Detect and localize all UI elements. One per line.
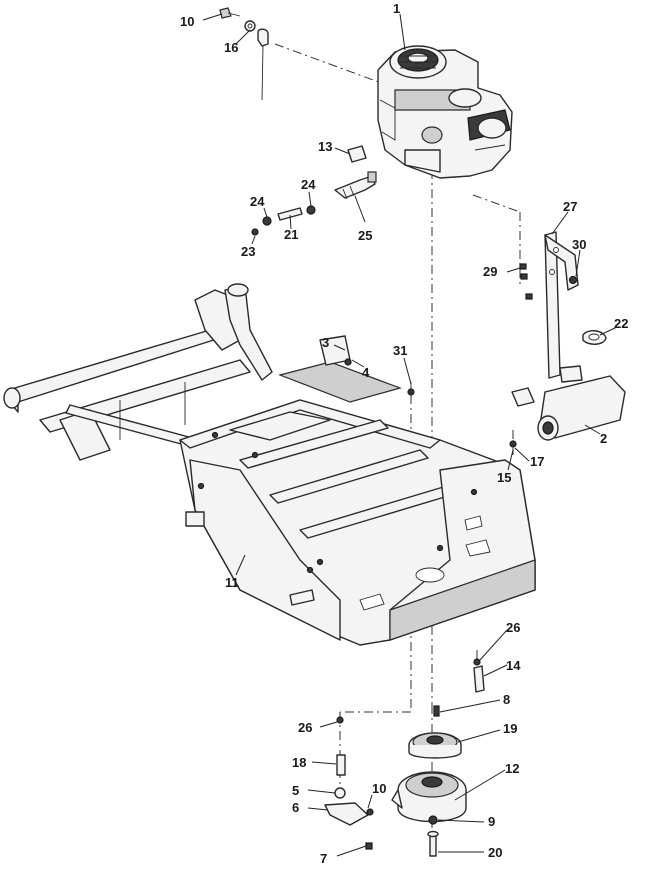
callout-22: 22 (614, 316, 628, 331)
callout-31: 31 (393, 343, 407, 358)
callout-21: 21 (284, 227, 298, 242)
callout-labels: 1 10 16 13 24 24 21 25 23 27 30 29 22 3 … (180, 1, 628, 866)
chassis-frame (3, 283, 536, 646)
callout-2: 2 (600, 431, 607, 446)
callout-7: 7 (320, 851, 327, 866)
callout-17: 17 (530, 454, 544, 469)
callout-23: 23 (241, 244, 255, 259)
callout-4: 4 (362, 365, 370, 380)
callout-20: 20 (488, 845, 502, 860)
engine (377, 45, 513, 179)
callout-13: 13 (318, 139, 332, 154)
callout-15: 15 (497, 470, 511, 485)
callout-25: 25 (358, 228, 372, 243)
callout-30: 30 (572, 237, 586, 252)
callout-18: 18 (292, 755, 306, 770)
callout-12: 12 (505, 761, 519, 776)
callout-26-right: 26 (506, 620, 520, 635)
callout-10-bottom: 10 (372, 781, 386, 796)
lower-pulley-parts (324, 658, 485, 857)
muffler-assembly (509, 231, 626, 452)
callout-9: 9 (488, 814, 495, 829)
callout-16: 16 (224, 40, 238, 55)
callout-6: 6 (292, 800, 299, 815)
callout-27: 27 (563, 199, 577, 214)
callout-26-left: 26 (298, 720, 312, 735)
callout-1: 1 (393, 1, 400, 16)
callout-5: 5 (292, 783, 299, 798)
callout-8: 8 (503, 692, 510, 707)
callout-14: 14 (506, 658, 521, 673)
callout-29: 29 (483, 264, 497, 279)
leader-lines (202, 13, 618, 857)
callout-24-left: 24 (250, 194, 265, 209)
callout-3: 3 (322, 335, 329, 350)
callout-19: 19 (503, 721, 517, 736)
callout-10-top: 10 (180, 14, 194, 29)
callout-24-right: 24 (301, 177, 316, 192)
callout-11: 11 (225, 575, 239, 590)
upper-small-parts (219, 7, 377, 236)
